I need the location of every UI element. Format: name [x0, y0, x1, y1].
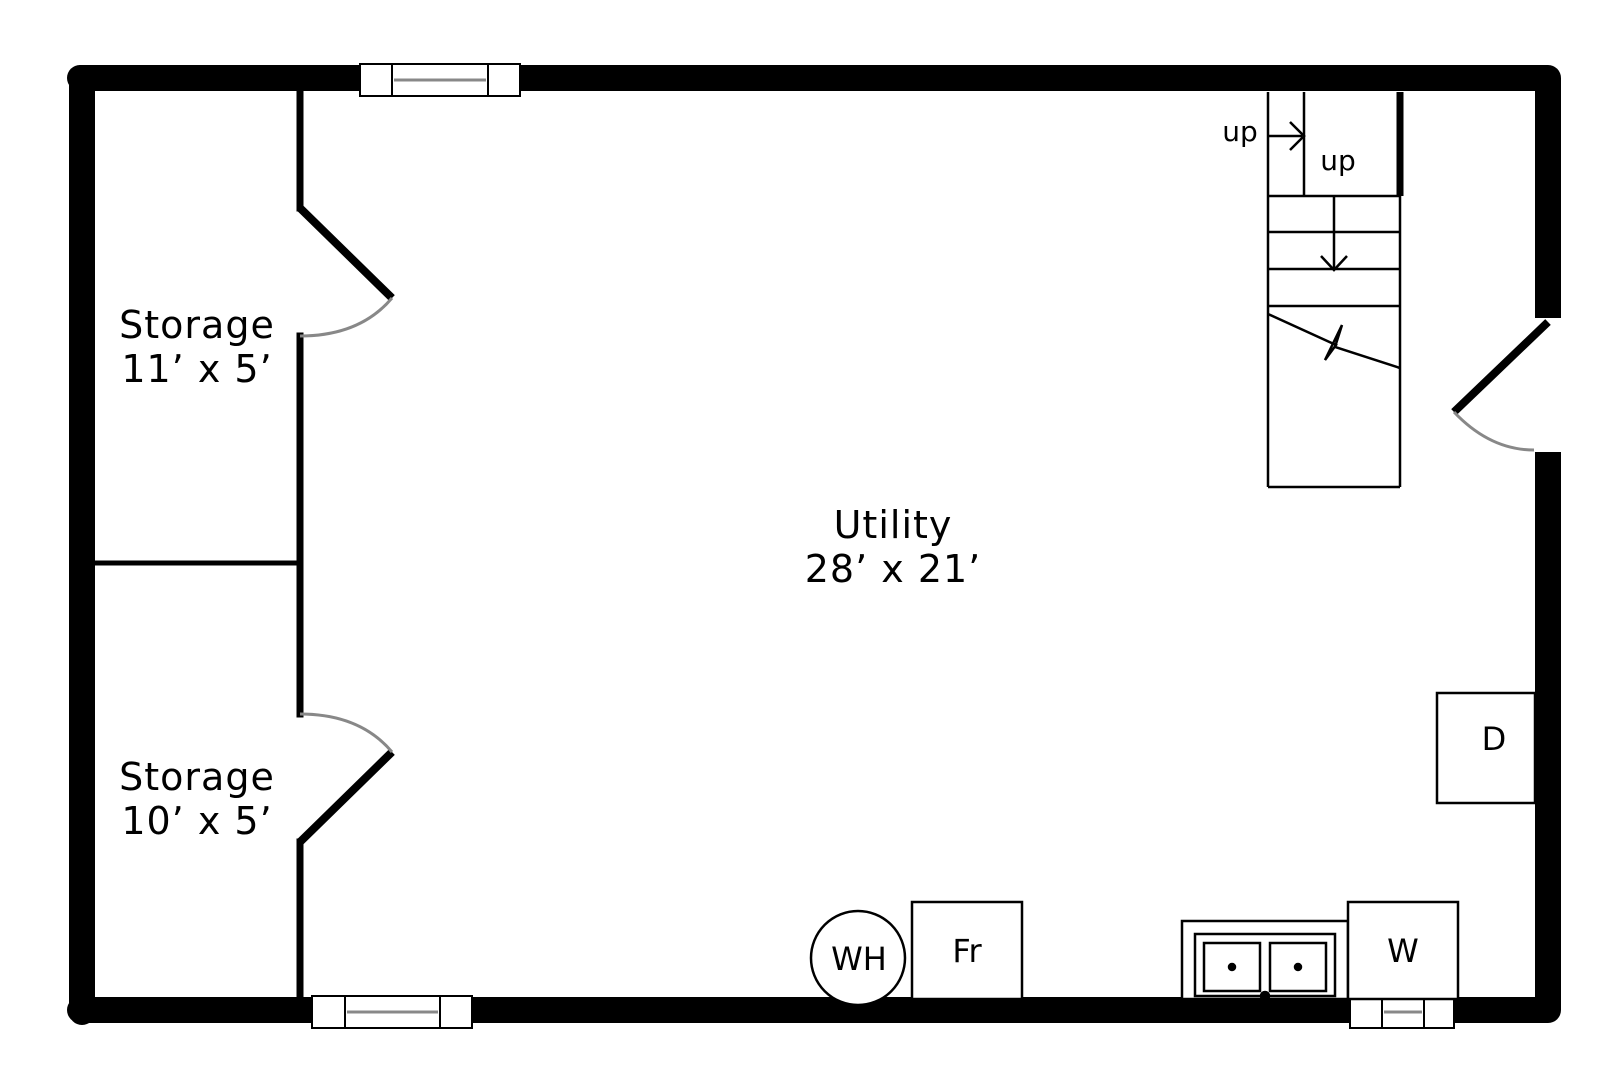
window-bottom-left — [311, 995, 473, 1029]
room-dims-storage-bottom: 10’ x 5’ — [121, 799, 272, 843]
washer-label: W — [1387, 932, 1419, 970]
room-name-storage-top: Storage — [119, 303, 275, 347]
water-heater — [809, 909, 907, 1007]
freezer-label: Fr — [952, 932, 982, 970]
door-exterior-right — [1451, 319, 1551, 452]
exterior-walls — [67, 65, 1561, 1025]
door-storage-bottom — [297, 712, 395, 845]
window-bottom-right — [1349, 995, 1455, 1029]
room-name-utility: Utility — [834, 503, 953, 547]
dryer — [1435, 691, 1537, 805]
room-dims-storage-top: 11’ x 5’ — [121, 347, 272, 391]
stairs-label-up-left: up — [1222, 115, 1258, 148]
room-name-storage-bottom: Storage — [119, 755, 275, 799]
washer — [1346, 900, 1460, 1001]
interior-walls — [93, 88, 304, 1002]
door-storage-top — [297, 205, 395, 338]
stairs-label-up-right: up — [1320, 144, 1356, 177]
dryer-label: D — [1482, 720, 1507, 758]
laundry-sink — [1180, 919, 1350, 1002]
room-dims-utility: 28’ x 21’ — [805, 547, 982, 591]
water-heater-label: WH — [831, 940, 887, 978]
window-top — [359, 63, 521, 97]
freezer — [910, 900, 1024, 1001]
stairs — [1266, 92, 1404, 489]
